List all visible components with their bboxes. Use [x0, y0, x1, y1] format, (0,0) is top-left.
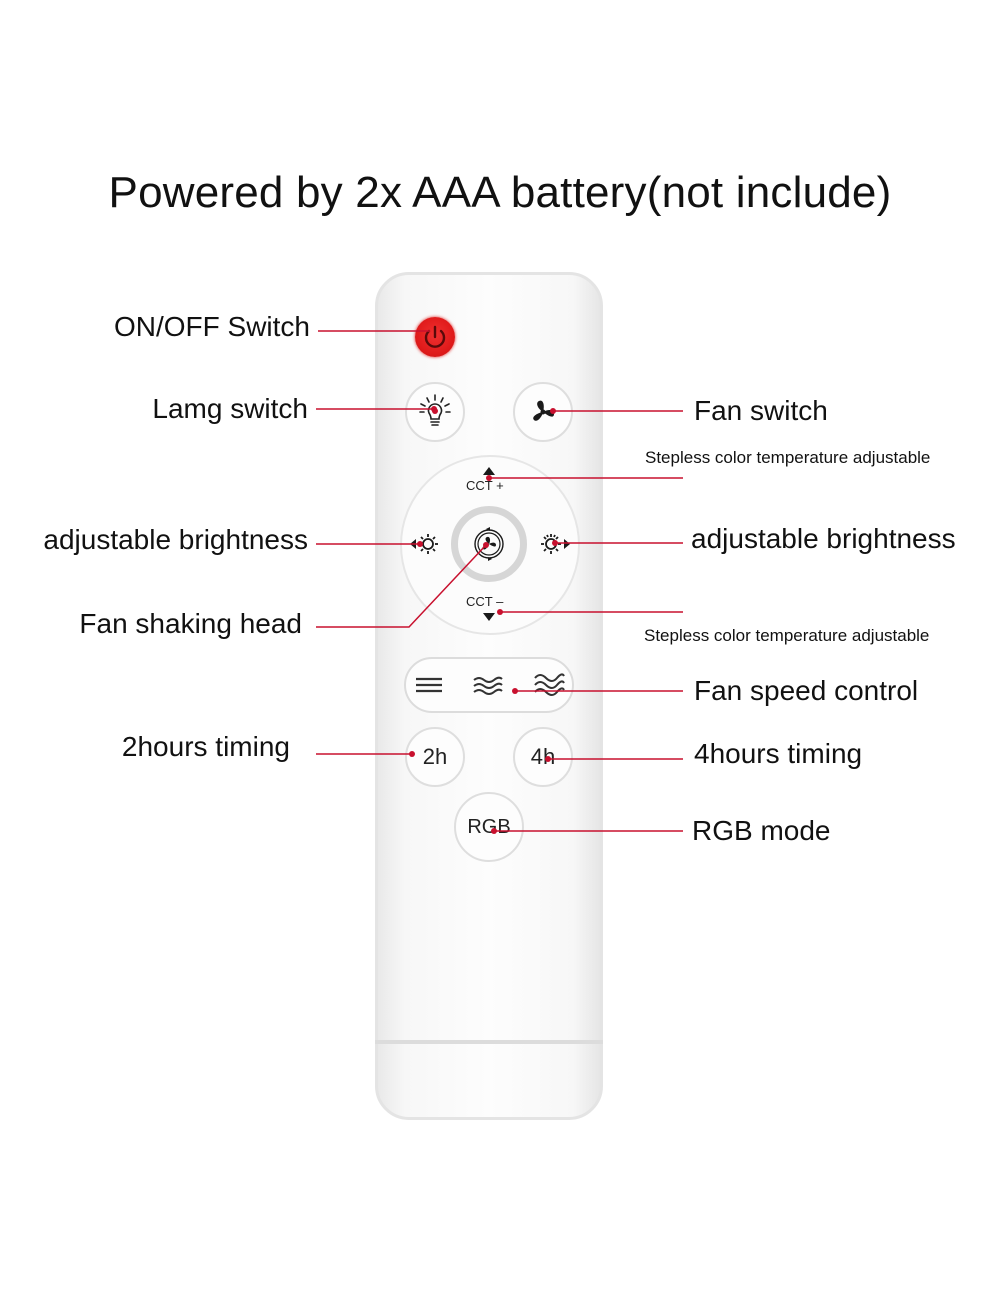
label-4hours-timing: 4hours timing — [694, 738, 863, 769]
fan-speed-bar — [404, 657, 574, 713]
sun-right-icon — [541, 534, 570, 554]
speed-low-icon — [416, 677, 442, 693]
speed-high-icon — [534, 673, 565, 696]
timer-4h-button[interactable]: 4h — [513, 727, 573, 787]
fan-switch-button[interactable] — [513, 382, 573, 442]
fan-rotate-icon — [474, 527, 504, 561]
brightness-down-button[interactable] — [408, 532, 442, 556]
speed-mid-icon — [473, 676, 503, 695]
power-icon — [424, 325, 446, 348]
label-brightness-right: adjustable brightness — [691, 523, 956, 554]
brightness-up-button[interactable] — [538, 532, 572, 556]
label-brightness-left: adjustable brightness — [43, 524, 308, 555]
label-rgb-mode: RGB mode — [692, 815, 831, 846]
rgb-label: RGB — [467, 815, 511, 838]
arrow-up-icon — [483, 467, 495, 475]
cct-plus-label: CCT + — [466, 478, 504, 493]
label-cct-plus: Stepless color temperature adjustable — [645, 448, 931, 467]
label-fan-shaking-head: Fan shaking head — [79, 608, 302, 639]
cct-plus-button[interactable]: CCT + — [462, 466, 518, 496]
light-bulb-icon — [419, 394, 451, 426]
speed-mid-button[interactable] — [470, 672, 504, 698]
label-fan-speed-control: Fan speed control — [694, 675, 919, 706]
timer-4h-label: 4h — [530, 744, 556, 769]
fan-oscillate-button[interactable] — [451, 506, 527, 582]
lamp-switch-button[interactable] — [405, 382, 465, 442]
label-2hours-timing: 2hours timing — [121, 731, 290, 762]
cct-minus-button[interactable]: CCT – — [462, 594, 518, 624]
speed-high-button[interactable] — [532, 670, 566, 700]
power-button[interactable] — [415, 317, 455, 357]
sun-left-icon — [410, 534, 438, 554]
label-lamp-switch: Lamg switch — [152, 393, 308, 424]
label-fan-switch: Fan switch — [694, 395, 828, 426]
battery-cover-seam — [375, 1040, 603, 1044]
label-on-off-switch: ON/OFF Switch — [113, 311, 310, 342]
page-title: Powered by 2x AAA battery(not include) — [108, 168, 892, 217]
timer-2h-button[interactable]: 2h — [405, 727, 465, 787]
fan-icon — [533, 400, 554, 421]
cct-minus-label: CCT – — [466, 594, 504, 609]
arrow-down-icon — [483, 613, 495, 621]
timer-2h-label: 2h — [422, 744, 448, 769]
speed-low-button[interactable] — [412, 672, 446, 698]
label-cct-minus: Stepless color temperature adjustable — [644, 626, 930, 645]
rgb-mode-button[interactable]: RGB — [454, 792, 524, 862]
